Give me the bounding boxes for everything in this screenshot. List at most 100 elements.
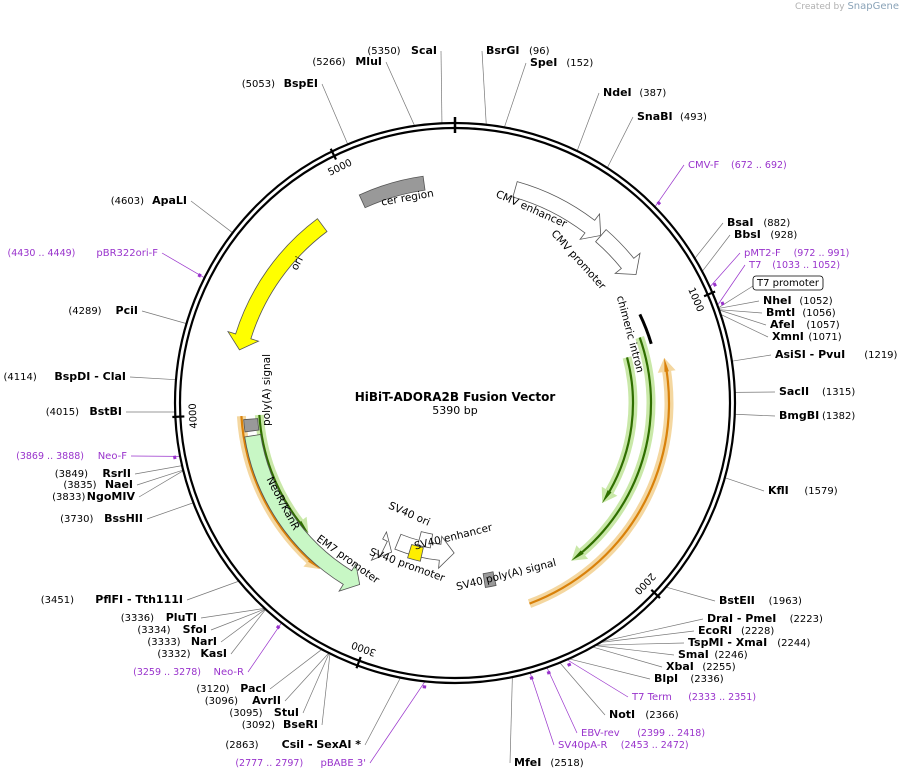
site-ngomiv[interactable]: NgoMIV(3833)	[52, 490, 135, 503]
site-sacii[interactable]: SacII(1315)	[779, 385, 855, 398]
site-sfoi[interactable]: SfoI(3334)	[137, 623, 207, 636]
primer-t7-term[interactable]: T7 Term(2333 .. 2351)	[631, 692, 756, 703]
primer-pbr322ori-f[interactable]: pBR322ori-F(4430 .. 4449)	[8, 248, 159, 259]
site-scai[interactable]: ScaI(5350)	[367, 44, 437, 57]
feature-label-ori: ori	[289, 255, 306, 273]
site-pluti[interactable]: PluTI(3336)	[121, 611, 197, 624]
site-pcii[interactable]: PciI(4289)	[68, 304, 138, 317]
site-name: ScaI	[411, 44, 437, 57]
site-position: (152)	[566, 58, 593, 69]
site-leader-bmti	[718, 309, 763, 314]
site-leader-avrii	[284, 652, 330, 702]
primer-leader-pbr322ori-f	[161, 252, 205, 279]
site-pflfi-tth111i[interactable]: PflFI - Tth111I(3451)	[41, 593, 183, 606]
primer-leader-pmt2-f	[709, 252, 741, 288]
site-kasi[interactable]: KasI(3332)	[157, 647, 227, 660]
site-position: (3336)	[121, 613, 154, 624]
site-bseri[interactable]: BseRI(3092)	[242, 718, 318, 731]
site-position: (4289)	[68, 306, 101, 317]
site-xmni[interactable]: XmnI(1071)	[772, 330, 842, 343]
site-name: BlpI	[654, 672, 678, 685]
site-apali[interactable]: ApaLI(4603)	[111, 194, 187, 207]
site-kfli[interactable]: KflI(1579)	[768, 484, 838, 497]
site-bmgbi[interactable]: BmgBI(1382)	[779, 409, 855, 422]
site-naei[interactable]: NaeI(3835)	[63, 478, 133, 491]
site-name: NheI	[763, 294, 792, 307]
primer-cmv-f[interactable]: CMV-F(672 .. 692)	[688, 160, 787, 171]
primer-leader-t7	[717, 264, 746, 306]
site-mlui[interactable]: MluI(5266)	[312, 55, 382, 68]
site-afei[interactable]: AfeI(1057)	[770, 318, 840, 331]
primer-position: (972 .. 991)	[794, 248, 850, 259]
site-bsshii[interactable]: BssHII(3730)	[60, 512, 143, 525]
site-ndei[interactable]: NdeI (387)	[603, 86, 666, 99]
site-spei[interactable]: SpeI(152)	[530, 56, 593, 69]
site-position: (1057)	[806, 320, 839, 331]
primer-t7[interactable]: T7(1033 .. 1052)	[748, 260, 840, 271]
site-bspdi-clai[interactable]: BspDI - ClaI(4114)	[4, 370, 126, 383]
site-nari[interactable]: NarI(3333)	[147, 635, 217, 648]
snapgene-logo: SnapGene	[847, 1, 899, 12]
feature-sv40-poly-a-signal	[482, 571, 497, 588]
primer-mark-neo-f	[172, 455, 177, 460]
tick-3000	[355, 656, 362, 669]
primer-pbabe-3[interactable]: pBABE 3'(2777 .. 2797)	[235, 758, 366, 769]
site-paci[interactable]: PacI(3120)	[196, 682, 266, 695]
primer-neo-f[interactable]: Neo-F(3869 .. 3888)	[16, 451, 127, 462]
site-leader-bsrgi	[481, 50, 487, 125]
site-name: NaeI	[105, 478, 133, 491]
site-bsai[interactable]: BsaI(882)	[727, 216, 790, 229]
site-smai[interactable]: SmaI(2246)	[678, 648, 748, 661]
site-name: NdeI	[603, 86, 632, 99]
site-stui[interactable]: StuI(3095)	[229, 706, 299, 719]
site-leader-xmni	[720, 313, 769, 338]
site-xbai[interactable]: XbaI(2255)	[666, 660, 736, 673]
tick-4000	[172, 415, 185, 419]
feature-cer-region	[358, 175, 426, 209]
site-bspei[interactable]: BspEI(5053)	[242, 77, 318, 90]
site-name: EcoRI	[698, 624, 732, 637]
site-bsteii[interactable]: BstEII(1963)	[719, 594, 802, 607]
site-csii-sexai[interactable]: CsiI - SexAI *(2863)	[225, 738, 361, 751]
tick-2000	[650, 589, 661, 599]
site-avrii[interactable]: AvrII(3096)	[205, 694, 281, 707]
site-nhei[interactable]: NheI(1052)	[763, 294, 833, 307]
site-drai-pmei[interactable]: DraI - PmeI(2223)	[707, 612, 823, 625]
site-name: PacI	[240, 682, 266, 695]
site-position: (3849)	[55, 469, 88, 480]
site-noti[interactable]: NotI(2366)	[609, 708, 679, 721]
primer-ebv-rev[interactable]: EBV-rev(2399 .. 2418)	[581, 728, 705, 739]
site-snabi[interactable]: SnaBI(493)	[637, 110, 707, 123]
site-bsrgi[interactable]: BsrGI(96)	[486, 44, 550, 57]
site-asisi-pvui[interactable]: AsiSI - PvuI(1219)	[775, 348, 898, 361]
primer-pmt2-f[interactable]: pMT2-F(972 .. 991)	[744, 248, 849, 259]
tick-label-4000: 4000	[188, 403, 200, 429]
site-mfei[interactable]: MfeI(2518)	[514, 756, 584, 769]
site-bbsi[interactable]: BbsI(928)	[734, 228, 797, 241]
site-leader-bspei	[321, 83, 349, 145]
site-ecori[interactable]: EcoRI (2228)	[698, 624, 774, 637]
site-name: BmgBI	[779, 409, 819, 422]
site-name: PflFI - Tth111I	[95, 593, 183, 606]
primer-neo-r[interactable]: Neo-R(3259 .. 3278)	[133, 667, 244, 678]
site-leader-apali	[190, 200, 233, 234]
t7-promoter-box[interactable]: T7 promoter	[752, 275, 824, 291]
site-position: (1963)	[769, 596, 802, 607]
primer-marks	[172, 200, 725, 689]
site-position: (387)	[639, 88, 666, 99]
site-rsrii[interactable]: RsrII(3849)	[55, 467, 131, 480]
brand-created-by: Created by	[795, 2, 845, 12]
site-position: (1056)	[802, 308, 835, 319]
primer-sv40pa-r[interactable]: SV40pA-R(2453 .. 2472)	[558, 740, 689, 751]
site-position: (882)	[763, 218, 790, 229]
site-leader-xbai	[592, 646, 663, 668]
site-tspmi-xmai[interactable]: TspMI - XmaI(2244)	[688, 636, 811, 649]
label-leader-lines	[125, 50, 776, 764]
site-position: (2228)	[741, 626, 774, 637]
site-bstbi[interactable]: BstBI(4015)	[46, 405, 122, 418]
site-bmti[interactable]: BmtI(1056)	[766, 306, 836, 319]
site-leader-afei	[718, 309, 767, 326]
site-blpi[interactable]: BlpI(2336)	[654, 672, 724, 685]
primer-leader-pbabe-3	[369, 681, 426, 764]
